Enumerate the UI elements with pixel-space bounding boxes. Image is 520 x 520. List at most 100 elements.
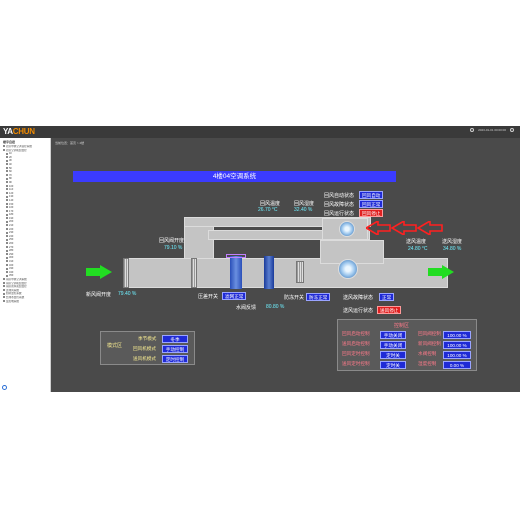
tree-toggle-icon[interactable] (6, 152, 8, 155)
tree-toggle-icon[interactable] (6, 192, 8, 195)
sidebar-item[interactable]: 21F (0, 224, 50, 228)
tree-toggle-icon[interactable] (6, 188, 8, 191)
tree-toggle-icon[interactable] (6, 220, 8, 223)
sidebar-item[interactable]: 8F (0, 177, 50, 181)
tree-toggle-icon[interactable] (3, 296, 5, 299)
sidebar-item[interactable]: 3F (0, 159, 50, 163)
tree-toggle-icon[interactable] (6, 177, 8, 180)
sidebar-item[interactable]: 南区新风机组监控 (0, 285, 50, 289)
sidebar-item[interactable]: 照明监控系统 (0, 292, 50, 296)
control-percent-input[interactable]: 100.00 % (443, 341, 471, 349)
tree-toggle-icon[interactable] (6, 170, 8, 173)
sidebar-item[interactable]: 9F (0, 181, 50, 185)
sidebar-item[interactable]: 4F (0, 163, 50, 167)
tree-toggle-icon[interactable] (6, 249, 8, 252)
sidebar-item[interactable]: 20F (0, 220, 50, 224)
tree-toggle-icon[interactable] (6, 253, 8, 256)
tree-toggle-icon[interactable] (6, 199, 8, 202)
sidebar-item[interactable]: 12F (0, 192, 50, 196)
sidebar-item[interactable]: 南区空调机组监控 (0, 282, 50, 286)
return-fan-icon[interactable] (339, 221, 355, 237)
control-percent-input[interactable]: 100.00 % (443, 351, 471, 359)
tree-toggle-icon[interactable] (6, 202, 8, 205)
tree-toggle-icon[interactable] (3, 285, 5, 288)
sidebar-item[interactable]: 1F (0, 152, 50, 156)
sidebar-item[interactable]: 7F (0, 174, 50, 178)
sidebar-item[interactable]: 18F (0, 213, 50, 217)
sidebar-item[interactable]: 19F (0, 217, 50, 221)
tree-toggle-icon[interactable] (3, 278, 5, 281)
sidebar-item[interactable]: 南区中央空调系统 (0, 278, 50, 282)
sidebar-item[interactable]: 28F (0, 249, 50, 253)
tree-toggle-icon[interactable] (6, 231, 8, 234)
tree-toggle-icon[interactable] (6, 245, 8, 248)
sidebar-item[interactable]: 11F (0, 188, 50, 192)
sidebar-item[interactable]: 13F (0, 195, 50, 199)
sidebar-item[interactable]: 10F (0, 185, 50, 189)
tree-toggle-icon[interactable] (6, 227, 8, 230)
sidebar-item[interactable]: 14F (0, 199, 50, 203)
tree-toggle-icon[interactable] (6, 267, 8, 270)
control-value-button[interactable]: 定时关 (380, 361, 406, 369)
tree-toggle-icon[interactable] (6, 235, 8, 238)
tree-toggle-icon[interactable] (6, 217, 8, 220)
return-fan-mode-badge[interactable]: 手动控制 (162, 345, 188, 353)
sidebar-item[interactable]: 24F (0, 235, 50, 239)
sidebar-item[interactable]: 北区空调机组监控 (0, 149, 50, 153)
supply-fan-mode-badge[interactable]: 定时控制 (162, 355, 188, 363)
tree-toggle-icon[interactable] (6, 238, 8, 241)
sidebar-item[interactable]: 25F (0, 238, 50, 242)
sidebar-item[interactable]: 34F (0, 271, 50, 275)
tree-toggle-icon[interactable] (6, 156, 8, 159)
tree-toggle-icon[interactable] (6, 195, 8, 198)
control-percent-input[interactable]: 0.00 % (443, 361, 471, 369)
sidebar-item[interactable]: 26F (0, 242, 50, 246)
sidebar-item[interactable]: 17F (0, 210, 50, 214)
sidebar-item[interactable]: 33F (0, 267, 50, 271)
tree-toggle-icon[interactable] (6, 263, 8, 266)
sidebar-item[interactable]: 15F (0, 203, 50, 207)
return-auto-badge[interactable]: 回风自动 (359, 191, 384, 199)
control-value-button[interactable]: 定时关 (380, 351, 406, 359)
tree-toggle-icon[interactable] (6, 184, 8, 187)
collapse-icon[interactable] (2, 385, 7, 390)
tree-toggle-icon[interactable] (6, 256, 8, 259)
season-mode-badge[interactable]: 冬季 (162, 335, 188, 343)
sidebar-item[interactable]: 送排风系统 (0, 289, 50, 293)
sidebar-item[interactable]: 27F (0, 246, 50, 250)
sidebar-item[interactable]: 北区中央空调自控系统 (0, 145, 50, 149)
control-value-button[interactable]: 手动关闭 (380, 341, 406, 349)
sidebar-item[interactable]: 23F (0, 231, 50, 235)
control-percent-input[interactable]: 100.00 % (443, 331, 471, 339)
tree-toggle-icon[interactable] (3, 289, 5, 292)
tree-toggle-icon[interactable] (6, 210, 8, 212)
sidebar-item[interactable]: 变配电系统 (0, 300, 50, 304)
sidebar-item[interactable]: 30F (0, 256, 50, 260)
power-icon[interactable] (510, 128, 514, 132)
control-value-button[interactable]: 手动关闭 (380, 331, 406, 339)
tree-toggle-icon[interactable] (6, 213, 8, 216)
sidebar-item[interactable]: 32F (0, 264, 50, 268)
tree-toggle-icon[interactable] (6, 242, 8, 245)
sidebar-item[interactable]: 29F (0, 253, 50, 257)
tree-toggle-icon[interactable] (6, 274, 8, 277)
sidebar-item[interactable]: 31F (0, 260, 50, 264)
tree-toggle-icon[interactable] (3, 299, 5, 302)
sidebar-item[interactable]: 22F (0, 228, 50, 232)
tree-toggle-icon[interactable] (6, 159, 8, 162)
tree-toggle-icon[interactable] (6, 224, 8, 227)
tree-toggle-icon[interactable] (6, 271, 8, 274)
tree-toggle-icon[interactable] (6, 260, 8, 263)
tree-toggle-icon[interactable] (6, 163, 8, 166)
sidebar-item[interactable]: 5F (0, 167, 50, 171)
sidebar-item[interactable]: 6F (0, 170, 50, 174)
tree-toggle-icon[interactable] (3, 292, 5, 295)
tree-toggle-icon[interactable] (6, 206, 8, 209)
tree-toggle-icon[interactable] (3, 281, 5, 284)
tree-toggle-icon[interactable] (3, 148, 5, 151)
sidebar-item[interactable]: 16F (0, 206, 50, 210)
sidebar-item[interactable]: 给排水监控系统 (0, 296, 50, 300)
sidebar-item[interactable]: 2F (0, 156, 50, 160)
tree-toggle-icon[interactable] (6, 174, 8, 177)
tree-toggle-icon[interactable] (6, 166, 8, 169)
